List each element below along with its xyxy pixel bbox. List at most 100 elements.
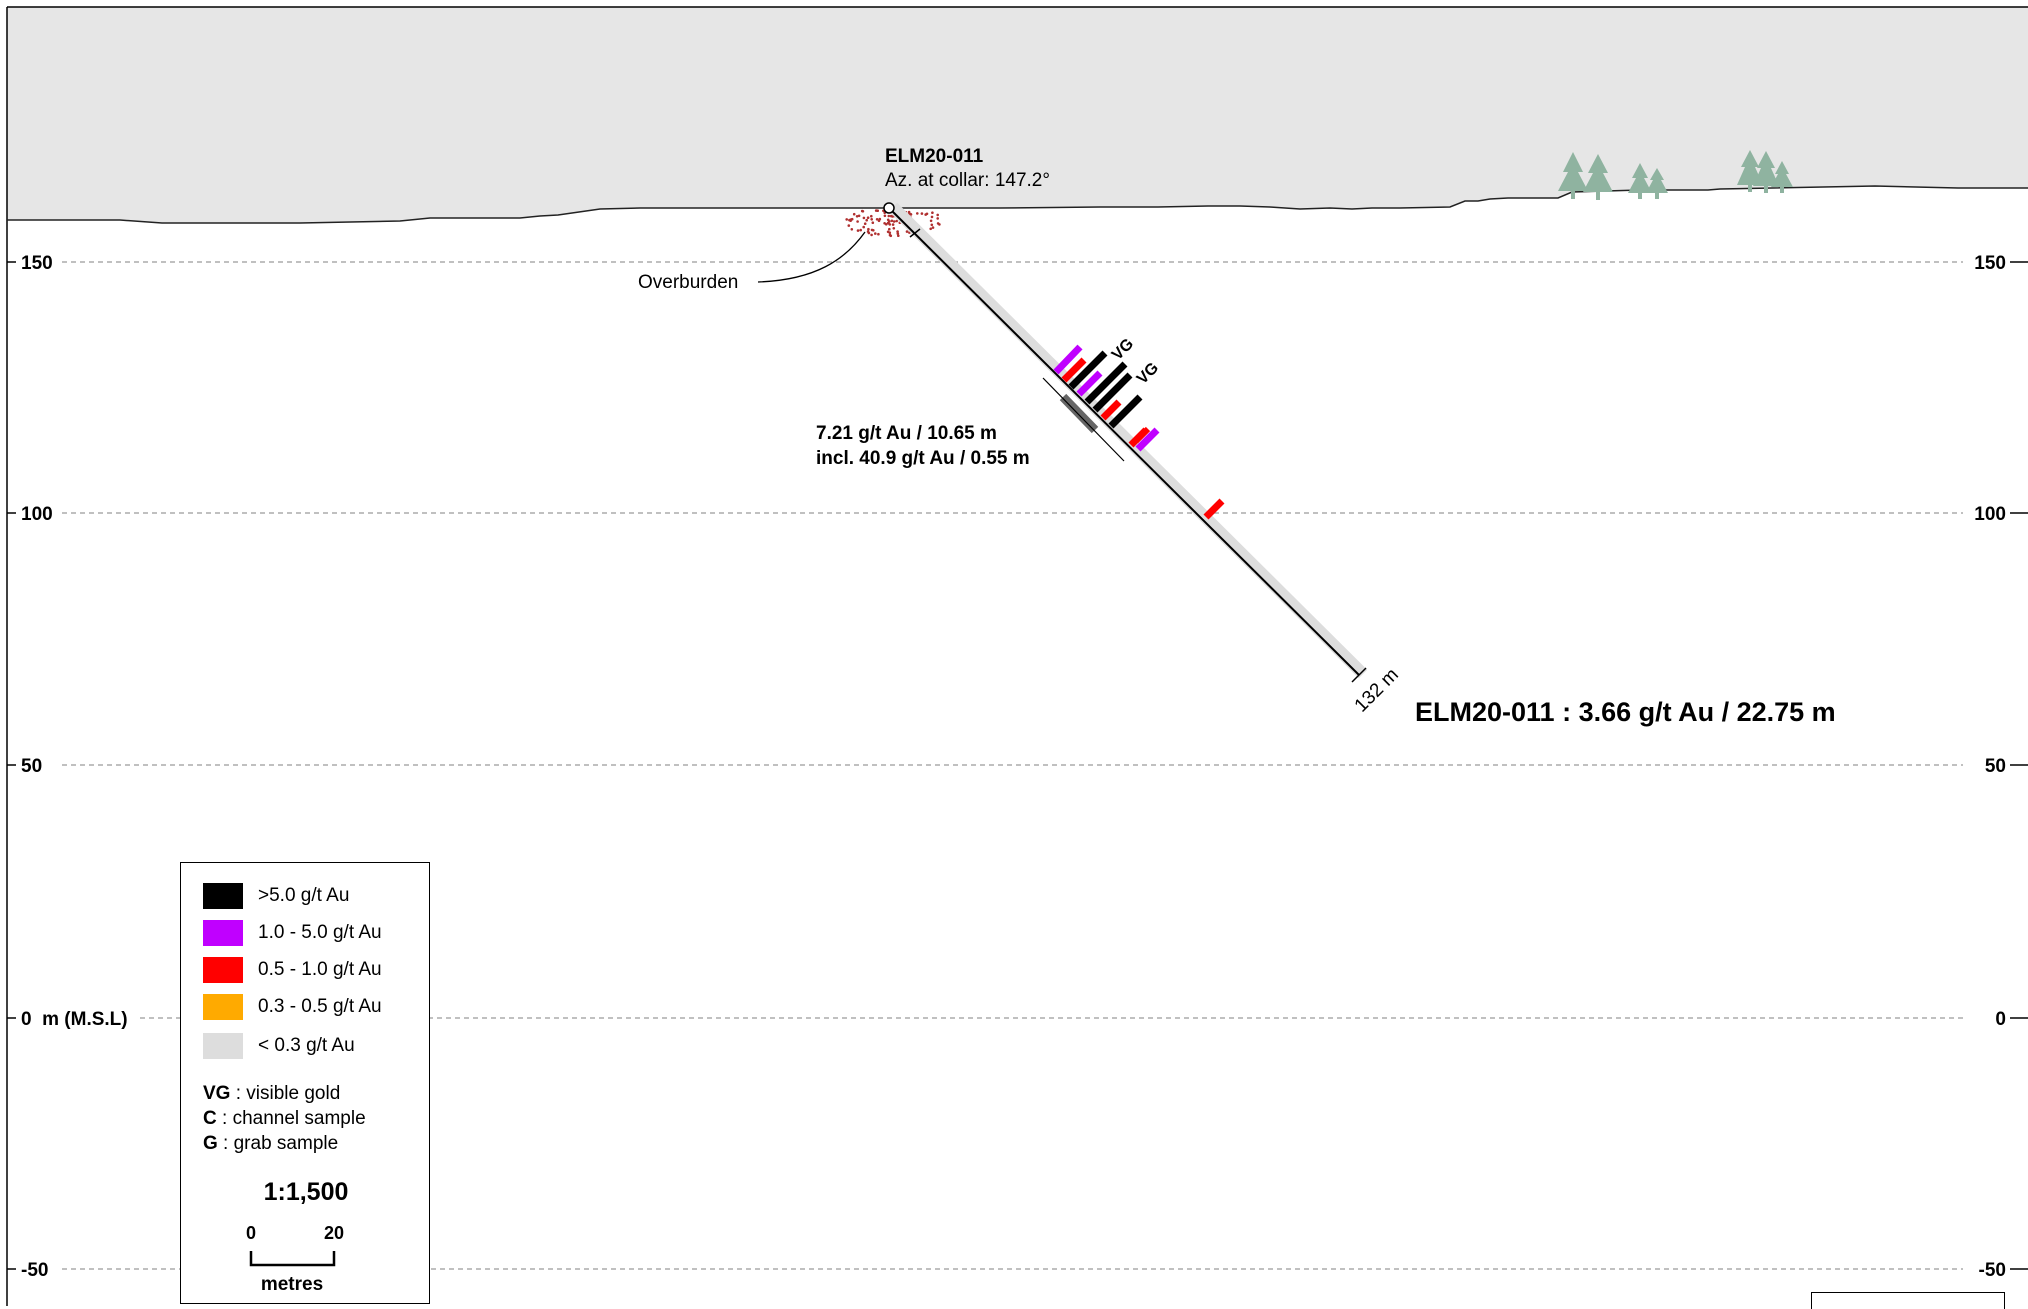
elev-label-left-100: 100 [21, 504, 53, 525]
overburden-dot [930, 223, 934, 227]
elev-label-right-150: 150 [1974, 253, 2006, 274]
overburden-dot [897, 234, 900, 237]
overburden-dot [870, 218, 873, 221]
assay-bar-black [1084, 361, 1128, 405]
scale-bar-start: 0 [246, 1223, 256, 1243]
elev-label-right-0: 0 [1995, 1009, 2006, 1030]
vg-label: VG [1109, 335, 1137, 363]
composite-interval-bar [1059, 393, 1099, 434]
overburden-dot [931, 226, 935, 229]
assay-bar-red [1100, 399, 1122, 421]
assay-bar-purple [1053, 344, 1083, 375]
overburden-dot [930, 215, 934, 219]
overburden-label: Overburden [638, 272, 738, 293]
elev-label-left-0: 0 m (M.S.L) [21, 1009, 128, 1030]
overburden-dot [856, 220, 859, 223]
elevation-ticks [7, 261, 2028, 1270]
legend-swatch [203, 920, 243, 946]
overburden-dot [890, 219, 894, 223]
overburden-end-tick [909, 228, 921, 238]
legend-note-c: C : channel sample [203, 1108, 366, 1129]
overburden-dot [931, 211, 934, 214]
overburden-dot [855, 215, 859, 218]
overburden-dot [874, 232, 877, 235]
drillhole-trace [883, 202, 1368, 683]
intercept-label-line2: incl. 40.9 g/t Au / 0.55 m [816, 448, 1030, 469]
assay-bar-purple [1076, 370, 1103, 397]
legend-swatch [203, 994, 243, 1020]
legend-swatch [203, 883, 243, 909]
overburden-dot [929, 227, 932, 231]
overburden-dot [876, 209, 879, 212]
overburden-dot [875, 218, 879, 221]
overburden-dot [883, 222, 886, 225]
tree-icon [1628, 163, 1652, 199]
overburden-dot [870, 228, 874, 232]
scale-bar: 0 20 metres [246, 1223, 344, 1295]
overburden-dot [862, 225, 865, 229]
overburden-dot [909, 213, 913, 216]
legend-label: 0.3 - 0.5 g/t Au [258, 996, 382, 1017]
overburden-dot [924, 213, 927, 216]
overburden-dot [886, 218, 890, 222]
overburden-dot [891, 223, 895, 226]
overburden-dot [859, 228, 862, 232]
overburden-dot [871, 221, 875, 224]
title-block-corner [1811, 1292, 2005, 1309]
overburden-dot [862, 216, 866, 220]
assay-bar-purple [1135, 427, 1160, 452]
overburden-dot [892, 227, 896, 230]
tree-icon [1646, 168, 1668, 199]
tree-icon [1753, 151, 1779, 193]
overburden-dot [856, 229, 860, 232]
overburden-dot [866, 230, 870, 233]
overburden-dot [895, 219, 898, 223]
overburden-dot [936, 213, 939, 217]
overburden-dot [888, 231, 892, 234]
overburden-dot [870, 214, 873, 218]
overburden-dot [860, 209, 864, 213]
overburden-dot [865, 218, 868, 222]
overburden-dot [888, 223, 892, 226]
assay-bar-red [1203, 498, 1225, 520]
legend-item-1-5: 1.0 - 5.0 g/t Au [203, 919, 382, 947]
azimuth-label: Az. at collar: 147.2° [885, 170, 1050, 191]
overburden-dot [863, 222, 867, 225]
overburden-dot [857, 214, 861, 218]
vg-label: VG [1134, 359, 1162, 387]
assay-bar-red [1133, 426, 1151, 444]
overburden-dot [888, 227, 891, 231]
tree-icon [1558, 152, 1588, 199]
overburden-dot [896, 230, 899, 233]
overburden-dot [905, 230, 909, 233]
tree-icon [1583, 154, 1613, 200]
legend-note-g: G : grab sample [203, 1133, 339, 1154]
legend-item-0.5-1: 0.5 - 1.0 g/t Au [203, 956, 382, 984]
overburden-dot [866, 216, 870, 219]
legend: >5.0 g/t Au 1.0 - 5.0 g/t Au 0.5 - 1.0 g… [180, 862, 430, 1304]
end-of-hole-tick [1351, 667, 1367, 683]
legend-label: < 0.3 g/t Au [258, 1035, 355, 1056]
legend-item-0.3-0.5: 0.3 - 0.5 g/t Au [203, 993, 382, 1021]
overburden-leader [757, 231, 866, 283]
legend-label: 0.5 - 1.0 g/t Au [258, 959, 382, 980]
elev-label-left-50: 50 [21, 756, 42, 777]
legend-label: >5.0 g/t Au [258, 885, 350, 906]
overburden-dot [850, 228, 854, 231]
overburden-dot [870, 233, 873, 237]
tree-icon [1737, 150, 1763, 192]
elev-label-right-50: 50 [1985, 756, 2006, 777]
legend-label: 1.0 - 5.0 g/t Au [258, 922, 382, 943]
overburden-dot [883, 214, 887, 218]
overburden-dot [936, 217, 939, 220]
overburden-dot [867, 227, 870, 231]
legend-abbreviations: VG : visible gold C : channel sample G :… [203, 1081, 366, 1156]
overburden-dot [847, 224, 851, 227]
hole-id-label: ELM20-011 [885, 146, 984, 167]
overburden-dot [936, 222, 940, 225]
hole-summary-label: ELM20-011 : 3.66 g/t Au / 22.75 m [1415, 697, 1836, 727]
legend-swatch [203, 1033, 243, 1059]
assay-bar-black [1068, 350, 1108, 390]
scale-bar-line [249, 1251, 336, 1267]
